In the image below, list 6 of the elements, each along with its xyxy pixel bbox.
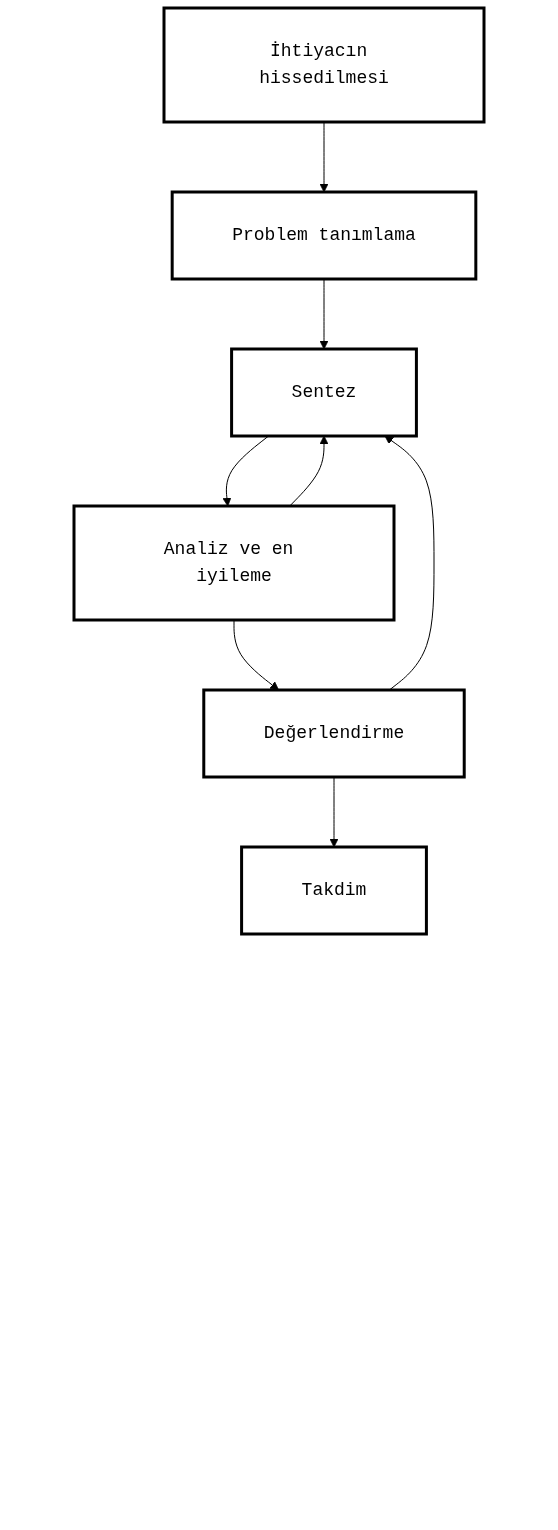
node-box: Analiz ve en iyileme (72, 504, 396, 622)
node-box: Takdim (240, 845, 428, 936)
node-box: Sentez (230, 347, 418, 438)
node-box: İhtiyacın hissedilmesi (162, 6, 486, 124)
node-box: Değerlendirme (202, 688, 466, 779)
node-box: Problem tanımlama (170, 190, 478, 281)
